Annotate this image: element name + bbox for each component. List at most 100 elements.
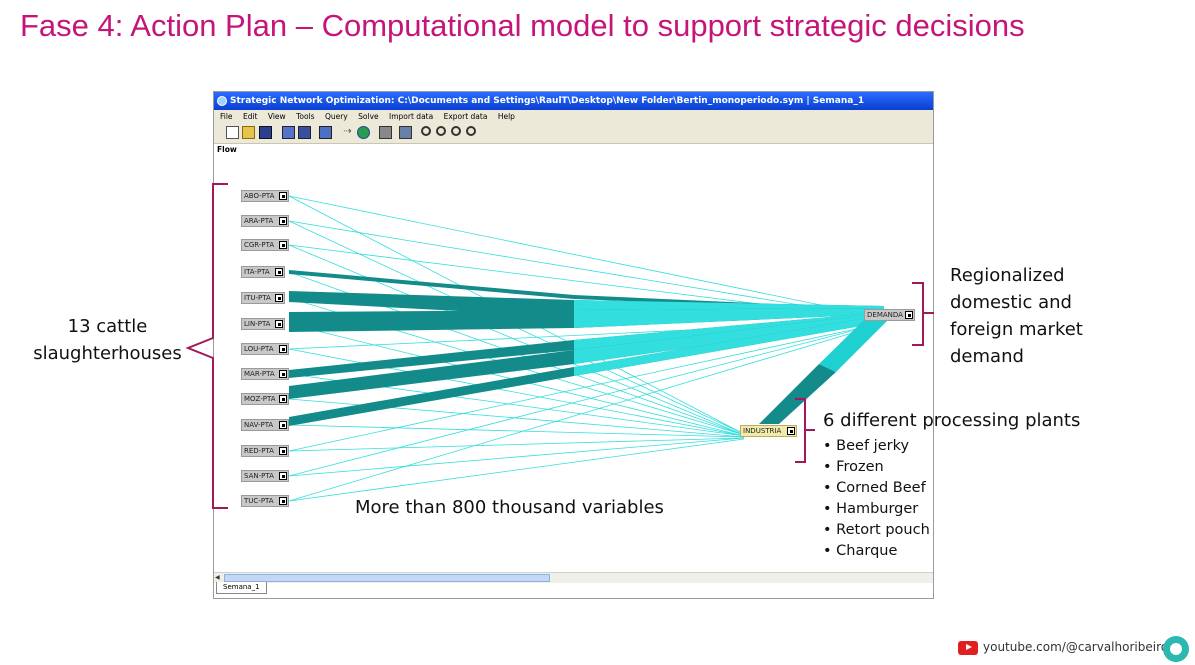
zoom-in-icon[interactable] [436,126,446,136]
menu-bar: File Edit View Tools Query Solve Import … [214,110,933,123]
zoom-fit-icon[interactable] [466,126,476,136]
menu-tools[interactable]: Tools [296,112,315,121]
menu-file[interactable]: File [220,112,233,121]
menu-help[interactable]: Help [497,112,515,121]
flow-band-industry-light [819,320,888,372]
node-toggle-icon[interactable] [279,241,287,249]
node-label: CGR-PTA [244,241,275,249]
menu-export-data[interactable]: Export data [443,112,488,121]
open-folder-icon[interactable] [242,126,255,139]
node-label: SAN-PTA [244,472,274,480]
node-label: MAR-PTA [244,370,275,378]
app-window: Strategic Network Optimization: C:\Docum… [213,91,934,599]
variables-label: More than 800 thousand variables [355,497,664,518]
tab-semana-1[interactable]: Semana_1 [216,582,267,594]
node-toggle-icon[interactable] [787,427,795,435]
node-label: TUC-PTA [244,497,274,505]
node-toggle-icon[interactable] [279,421,287,429]
node-toggle-icon[interactable] [279,472,287,480]
node-toggle-icon[interactable] [279,395,287,403]
list-item: Corned Beef [823,478,930,499]
node-nav-pta[interactable]: NAV-PTA [241,419,289,431]
node-toggle-icon[interactable] [279,192,287,200]
window-title: Strategic Network Optimization: C:\Docum… [230,96,865,106]
scrollbar-thumb[interactable] [224,574,550,582]
thick-flows [289,270,888,426]
node-toggle-icon[interactable] [275,268,283,276]
list-item: Charque [823,541,930,562]
node-toggle-icon[interactable] [279,370,287,378]
node-label: NAV-PTA [244,421,274,429]
node-ita-pta[interactable]: ITA-PTA [241,266,285,278]
menu-solve[interactable]: Solve [358,112,379,121]
node-lou-pta[interactable]: LOU-PTA [241,343,289,355]
zoom-out-icon[interactable] [451,126,461,136]
node-moz-pta[interactable]: MOZ-PTA [241,393,289,405]
node-label: LIN-PTA [244,320,271,328]
node-ara-pta[interactable]: ARA-PTA [241,215,289,227]
logo-icon [1163,636,1189,662]
globe-icon[interactable] [357,126,370,139]
menu-query[interactable]: Query [324,112,348,121]
tv-icon[interactable] [379,126,392,139]
node-label: RED-PTA [244,447,274,455]
view-label: Flow [217,145,237,154]
demand-label: Regionalized domestic and foreign market… [950,265,1083,367]
node-mar-pta[interactable]: MAR-PTA [241,368,289,380]
network-icon[interactable] [399,126,412,139]
menu-edit[interactable]: Edit [242,112,258,121]
node-toggle-icon[interactable] [279,447,287,455]
node-label: MOZ-PTA [244,395,276,403]
node-label: ITA-PTA [244,268,270,276]
globe-icon [217,95,227,106]
plants-list: Beef jerky Frozen Corned Beef Hamburger … [823,436,930,562]
zoom-icon[interactable] [421,126,431,136]
flow-line [288,195,880,318]
flow-band-lin-light [574,308,884,328]
node-label: DEMANDA [867,311,903,319]
save-icon[interactable] [259,126,272,139]
new-file-icon[interactable] [226,126,239,139]
node-toggle-icon[interactable] [905,311,913,319]
flow-line [288,323,880,452]
list-item: Hamburger [823,499,930,520]
horizontal-scrollbar[interactable]: ◀ [214,572,933,583]
list-item: Frozen [823,457,930,478]
flow-band-industry-dark [759,364,836,424]
node-label: ITU-PTA [244,294,271,302]
flow-line [288,324,880,502]
flow-line [288,323,880,477]
node-cgr-pta[interactable]: CGR-PTA [241,239,289,251]
node-demanda[interactable]: DEMANDA [864,309,915,321]
node-toggle-icon[interactable] [279,345,287,353]
channel-link[interactable]: youtube.com/@carvalhoribeiro [983,640,1169,654]
menu-view[interactable]: View [267,112,286,121]
delete-table-icon[interactable] [298,126,311,139]
node-industria[interactable]: INDUSTRIA [740,425,797,437]
flow-line [288,437,745,477]
node-itu-pta[interactable]: ITU-PTA [241,292,285,304]
node-toggle-icon[interactable] [279,217,287,225]
menu-import-data[interactable]: Import data [389,112,434,121]
window-titlebar: Strategic Network Optimization: C:\Docum… [214,92,933,110]
slide-title: Fase 4: Action Plan – Computational mode… [20,8,1025,43]
toolbar: ⇢ [214,123,933,144]
scroll-left-icon[interactable]: ◀ [215,575,220,581]
pointer-icon[interactable]: ⇢ [343,126,352,137]
flow-line [288,437,745,452]
node-tuc-pta[interactable]: TUC-PTA [241,495,289,507]
table-icon[interactable] [282,126,295,139]
node-toggle-icon[interactable] [279,497,287,505]
flow-line [288,424,745,438]
node-label: ABO-PTA [244,192,275,200]
node-toggle-icon[interactable] [275,320,283,328]
plants-title: 6 different processing plants [823,410,1081,431]
flow-line [288,438,745,502]
node-red-pta[interactable]: RED-PTA [241,445,289,457]
node-label: INDUSTRIA [743,427,782,435]
calculator-icon[interactable] [319,126,332,139]
node-abo-pta[interactable]: ABO-PTA [241,190,289,202]
node-lin-pta[interactable]: LIN-PTA [241,318,285,330]
node-san-pta[interactable]: SAN-PTA [241,470,289,482]
node-toggle-icon[interactable] [275,294,283,302]
